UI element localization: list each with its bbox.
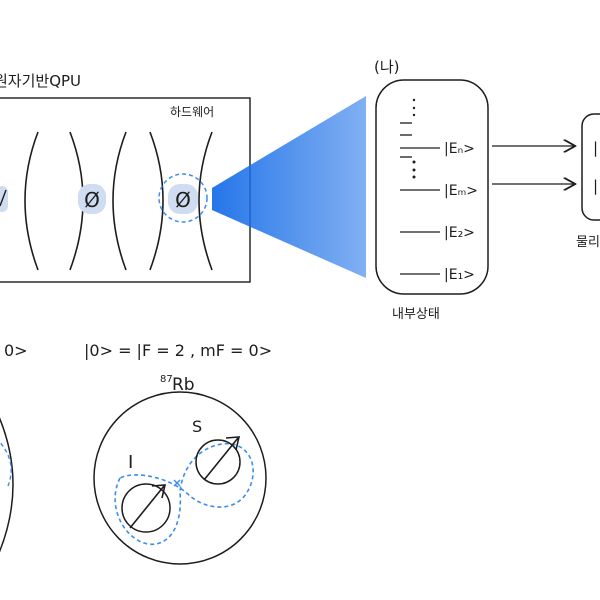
- physical-qubit-box-partial: [581, 113, 600, 221]
- nuclear-spin-arrowhead: [151, 484, 167, 499]
- atom-left-partial: [0, 186, 8, 212]
- trap-curve: [112, 131, 127, 271]
- qpu-title: 원자기반QPU: [0, 72, 81, 90]
- electron-spin-arrow: [203, 437, 239, 481]
- atom-spin: [0, 189, 7, 207]
- atom-center: Ø: [78, 184, 106, 214]
- level-label-2: |E₂>: [444, 225, 475, 241]
- atom-outline: [93, 391, 267, 565]
- ellipsis-dot: [412, 175, 416, 179]
- trap-curve: [149, 131, 164, 271]
- addressing-dashed-circle: [158, 173, 208, 223]
- electron-spin-label: S: [192, 417, 202, 436]
- electron-spin-arrowhead: [225, 436, 241, 451]
- orbital-dashed-partial: [0, 441, 12, 487]
- state-equation-zero: |0> = |F = 2 , mF = 0>: [84, 341, 272, 360]
- internal-states-label: 내부상태: [392, 307, 440, 322]
- physical-label-partial: 물리: [576, 235, 600, 250]
- trap-curve: [24, 131, 39, 271]
- ellipsis-dot: [412, 98, 416, 102]
- atom-highlight: [0, 186, 8, 212]
- electron-spin-circle: [195, 439, 241, 485]
- panel-b-label: (나): [374, 58, 400, 76]
- laser-beam: [212, 96, 366, 278]
- ellipsis-dot: [412, 160, 416, 164]
- energy-level-ladder: [400, 122, 440, 275]
- level-label-1: |E₁>: [444, 267, 475, 283]
- atom-addressed: Ø: [158, 173, 208, 223]
- atom-symbol: Ø: [84, 188, 100, 212]
- atom-symbol: Ø: [175, 188, 191, 212]
- coupling-cross: [173, 479, 181, 487]
- level-ellipsis-dots: [412, 98, 416, 179]
- level-label-m: |Eₘ>: [444, 183, 478, 199]
- ellipsis-dot: [412, 106, 416, 110]
- atom-diagram-left-partial: [0, 417, 14, 553]
- isotope-mass-number: 87: [160, 374, 173, 385]
- trap-curve: [198, 131, 213, 271]
- ellipsis-dot: [412, 168, 416, 172]
- rb-atom-diagram: I S: [93, 391, 267, 565]
- nuclear-spin-circle: [121, 483, 171, 533]
- atom-highlight: [168, 184, 198, 214]
- nuclear-spin-arrow: [129, 485, 165, 529]
- ellipsis-dot: [412, 113, 416, 117]
- level-label-n: |Eₙ>: [444, 141, 475, 157]
- nuclear-spin-label: I: [128, 452, 133, 473]
- atom-outline-partial-arc: [0, 417, 14, 553]
- figure-eight-dashed-orbital: [114, 442, 254, 545]
- hardware-label: 하드웨어: [170, 105, 214, 119]
- internal-states-box: [375, 79, 489, 295]
- physical-box-bar-n: |: [593, 139, 598, 157]
- isotope-element: Rb: [172, 375, 195, 395]
- physical-box-bar-m: |: [593, 177, 598, 195]
- atom-highlight: [78, 184, 106, 214]
- state-equation-left-partial: 0>: [4, 341, 28, 360]
